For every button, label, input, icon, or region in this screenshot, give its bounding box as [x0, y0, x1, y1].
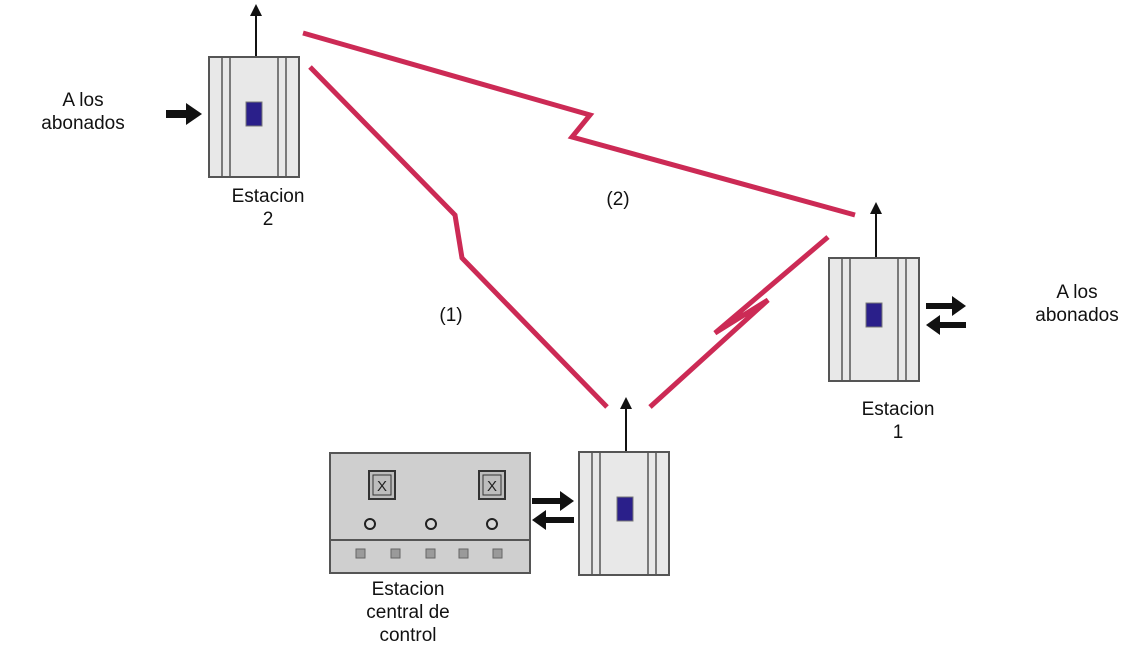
label-subscribers-right-line2: abonados: [1035, 305, 1119, 326]
label-subscribers-right: A los abonados: [1012, 281, 1142, 327]
label-subscribers-right-line1: A los: [1056, 282, 1098, 303]
bidirectional-arrow-icon: [532, 491, 574, 530]
label-central-station-line3: control: [379, 625, 437, 646]
radio-link-station2-central: [308, 65, 609, 409]
label-central-station-line1: Estacion: [371, 579, 445, 600]
label-central-station-line2: central de: [366, 602, 450, 623]
radio-link-station2-station1: [302, 30, 856, 218]
label-subscribers-left-line1: A los: [62, 90, 104, 111]
transceiver-cabinet-icon: [578, 451, 670, 576]
label-station-2-line1: Estacion: [231, 186, 305, 207]
arrow-right-icon: [166, 103, 202, 125]
label-station-1: Estacion 1: [833, 398, 963, 444]
console-meter-right-mark: X: [487, 478, 497, 495]
label-station-1-line2: 1: [892, 422, 904, 443]
station-1: [828, 202, 966, 382]
label-station-2: Estacion 2: [203, 185, 333, 231]
radio-links: [302, 30, 856, 409]
label-station-1-line1: Estacion: [861, 399, 935, 420]
station-2: [166, 4, 300, 178]
label-central-station: Estacion central de control: [338, 578, 478, 647]
label-link-1: (1): [439, 305, 463, 326]
transceiver-cabinet-icon: [208, 56, 300, 178]
radio-link-central-station1: [648, 235, 830, 409]
transceiver-cabinet-icon: [828, 257, 920, 382]
central-control-station: X X: [329, 397, 670, 576]
label-station-2-line2: 2: [262, 209, 274, 230]
label-subscribers-left-line2: abonados: [41, 113, 125, 134]
bidirectional-arrow-icon: [926, 296, 966, 335]
control-console-icon: X X: [329, 452, 531, 574]
console-meter-left-mark: X: [377, 478, 387, 495]
label-link-2: (2): [606, 189, 630, 210]
label-subscribers-left: A los abonados: [18, 89, 148, 135]
